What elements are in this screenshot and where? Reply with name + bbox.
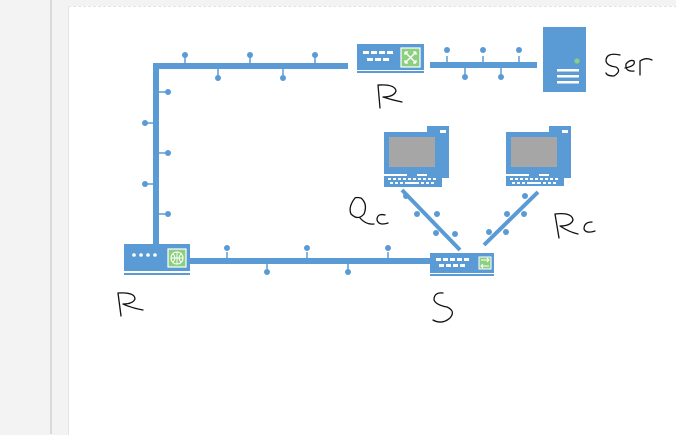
connector-router-server[interactable] [430,47,537,80]
connector-left-vertical[interactable] [142,63,171,246]
handwritten-label [117,53,653,323]
connector-pc-left-switch[interactable] [400,188,462,252]
left-gutter [0,0,50,434]
left-divider [50,0,52,434]
router-icon[interactable] [124,244,190,275]
connector-top-left[interactable] [153,52,348,81]
desktop-computer-icon[interactable] [384,126,449,187]
desktop-computer-icon[interactable] [506,126,571,186]
server-icon[interactable] [543,27,586,92]
switch-icon[interactable] [430,253,494,276]
connector-router-switch[interactable] [190,245,430,275]
connector-pc-right-switch[interactable] [482,190,540,247]
router-icon[interactable] [357,44,424,73]
